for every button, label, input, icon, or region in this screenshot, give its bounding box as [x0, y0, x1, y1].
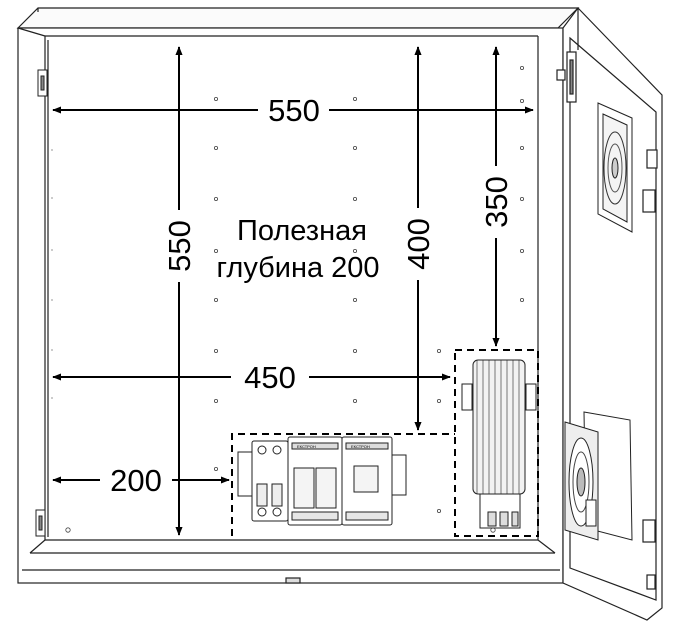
dimension-lines — [52, 46, 534, 536]
mounting-holes — [65, 66, 525, 533]
device-brand-label-2: ЕКСТРОН — [351, 444, 370, 449]
heater-device — [461, 359, 537, 529]
door-fan-bottom — [564, 411, 633, 541]
dim-label-top-width: 550 — [268, 93, 320, 128]
din-rail-devices — [237, 436, 407, 526]
depth-label-line2: глубина 200 — [216, 252, 379, 284]
frame-edge-marks — [51, 149, 53, 399]
dim-label-center-height: 400 — [401, 218, 436, 270]
dim-label-right-height: 350 — [479, 176, 514, 228]
din-zone-outline — [231, 433, 455, 536]
depth-label-line1: Полезная — [237, 215, 367, 247]
heater-zone-outline — [454, 349, 539, 537]
door-filter-fan-top — [597, 102, 633, 233]
dim-label-bottom-width: 200 — [110, 463, 162, 498]
left-latch-bottom — [35, 509, 46, 537]
device-brand-label-1: ЕКСТРОН — [297, 444, 316, 449]
left-latch-top — [37, 69, 48, 97]
dim-label-middle-width: 450 — [244, 360, 296, 395]
dim-label-left-height: 550 — [162, 220, 197, 272]
